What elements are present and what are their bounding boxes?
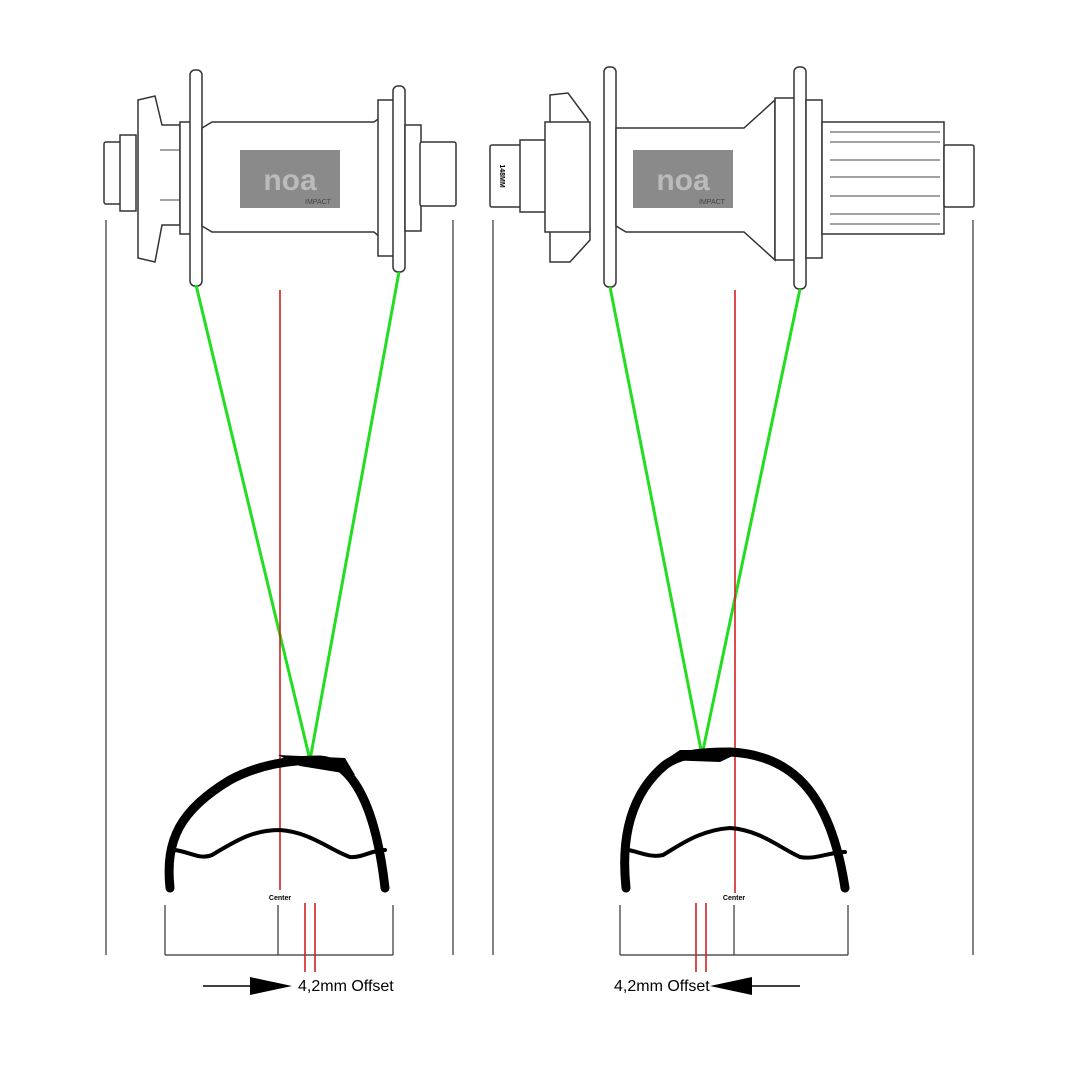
axle-width-label: 148MM	[498, 164, 505, 188]
frame-lines	[105, 220, 974, 955]
rear-hub: 148MM noa IMPACT	[489, 66, 975, 290]
front-offset-label: 4,2mm Offset	[298, 978, 394, 995]
front-center-label: Center	[269, 895, 291, 902]
svg-text:noa: noa	[656, 164, 710, 197]
front-hub: noa IMPACT	[103, 69, 457, 287]
front-right-spoke	[308, 271, 401, 761]
front-rim	[164, 755, 390, 893]
rear-dimension: Center 4,2mm Offset	[614, 895, 849, 995]
rear-right-spoke	[700, 288, 802, 756]
svg-text:noa: noa	[263, 164, 317, 197]
front-dimension: Center 4,2mm Offset	[164, 895, 394, 995]
rear-hub-logo: noa IMPACT	[633, 150, 733, 208]
front-hub-logo: noa IMPACT	[240, 150, 340, 208]
rear-center-label: Center	[723, 895, 745, 902]
rear-left-spoke	[608, 286, 704, 756]
front-left-spoke	[194, 284, 312, 761]
svg-text:IMPACT: IMPACT	[699, 199, 726, 206]
rear-rim	[620, 747, 850, 893]
rear-offset-label: 4,2mm Offset	[614, 978, 710, 995]
svg-text:IMPACT: IMPACT	[305, 199, 332, 206]
